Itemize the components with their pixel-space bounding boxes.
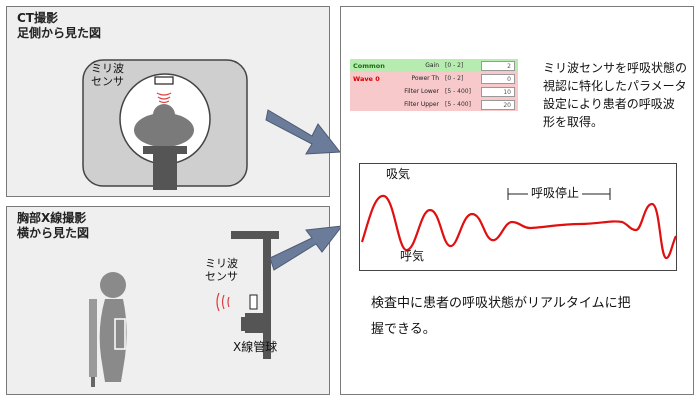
xray-illustration — [89, 231, 279, 387]
xray-panel: 胸部X線撮影 横から見た図 ミリ波 センサ X線管球 — [6, 206, 330, 395]
param-name: Filter Upper — [390, 98, 442, 111]
param-value-input[interactable]: 20 — [481, 99, 515, 110]
param-name: Power Th — [390, 72, 442, 85]
param-row-wave: Filter Lower [5 - 400] 10 — [350, 85, 518, 98]
param-section-label: Common — [350, 59, 390, 72]
param-row-common: Common Gain [0 - 2] 2 — [350, 59, 518, 72]
param-section-label: Wave 0 — [350, 72, 390, 85]
ct-scanner-illustration — [82, 59, 248, 190]
xray-title: 胸部X線撮影 横から見た図 — [17, 211, 90, 240]
param-row-wave: Filter Upper [5 - 400] 20 — [350, 98, 518, 111]
arrow-ct-to-right — [265, 109, 341, 155]
param-range: [5 - 400] — [442, 98, 478, 111]
param-name: Gain — [390, 59, 442, 72]
waveform-line — [360, 194, 677, 260]
param-value-input[interactable]: 10 — [481, 86, 515, 97]
param-range: [0 - 2] — [442, 59, 478, 72]
result-panel: Common Gain [0 - 2] 2 Wave 0 Power Th [0… — [340, 6, 694, 395]
label-inhale: 吸気 — [386, 167, 411, 181]
param-range: [5 - 400] — [442, 85, 478, 98]
parameter-table: Common Gain [0 - 2] 2 Wave 0 Power Th [0… — [350, 59, 518, 111]
xray-sensor-label: ミリ波 センサ — [205, 257, 238, 283]
label-exhale: 呼気 — [400, 249, 425, 263]
param-name: Filter Lower — [390, 85, 442, 98]
respiration-waveform: 吸気 呼気 呼吸停止 — [359, 163, 677, 271]
summary-text: 検査中に患者の呼吸状態がリアルタイムに把 握できる。 — [371, 296, 631, 337]
label-apnea: 呼吸停止 — [528, 187, 583, 200]
ct-title: CT撮影 足側から見た図 — [17, 11, 102, 40]
ct-sensor-label: ミリ波 センサ — [91, 62, 124, 88]
ct-panel: CT撮影 足側から見た図 ミリ波 センサ — [6, 6, 330, 197]
param-row-wave: Wave 0 Power Th [0 - 2] 0 — [350, 72, 518, 85]
param-section-label — [350, 85, 390, 98]
xray-tube-label: X線管球 — [233, 340, 278, 354]
arrow-xray-to-right — [269, 225, 344, 271]
param-value-input[interactable]: 2 — [481, 60, 515, 71]
param-section-label — [350, 98, 390, 111]
param-value-input[interactable]: 0 — [481, 73, 515, 84]
description-text: ミリ波センサを呼吸状態の 視認に特化したパラメータ 設定により患者の呼吸波 形を… — [543, 61, 688, 129]
param-range: [0 - 2] — [442, 72, 478, 85]
